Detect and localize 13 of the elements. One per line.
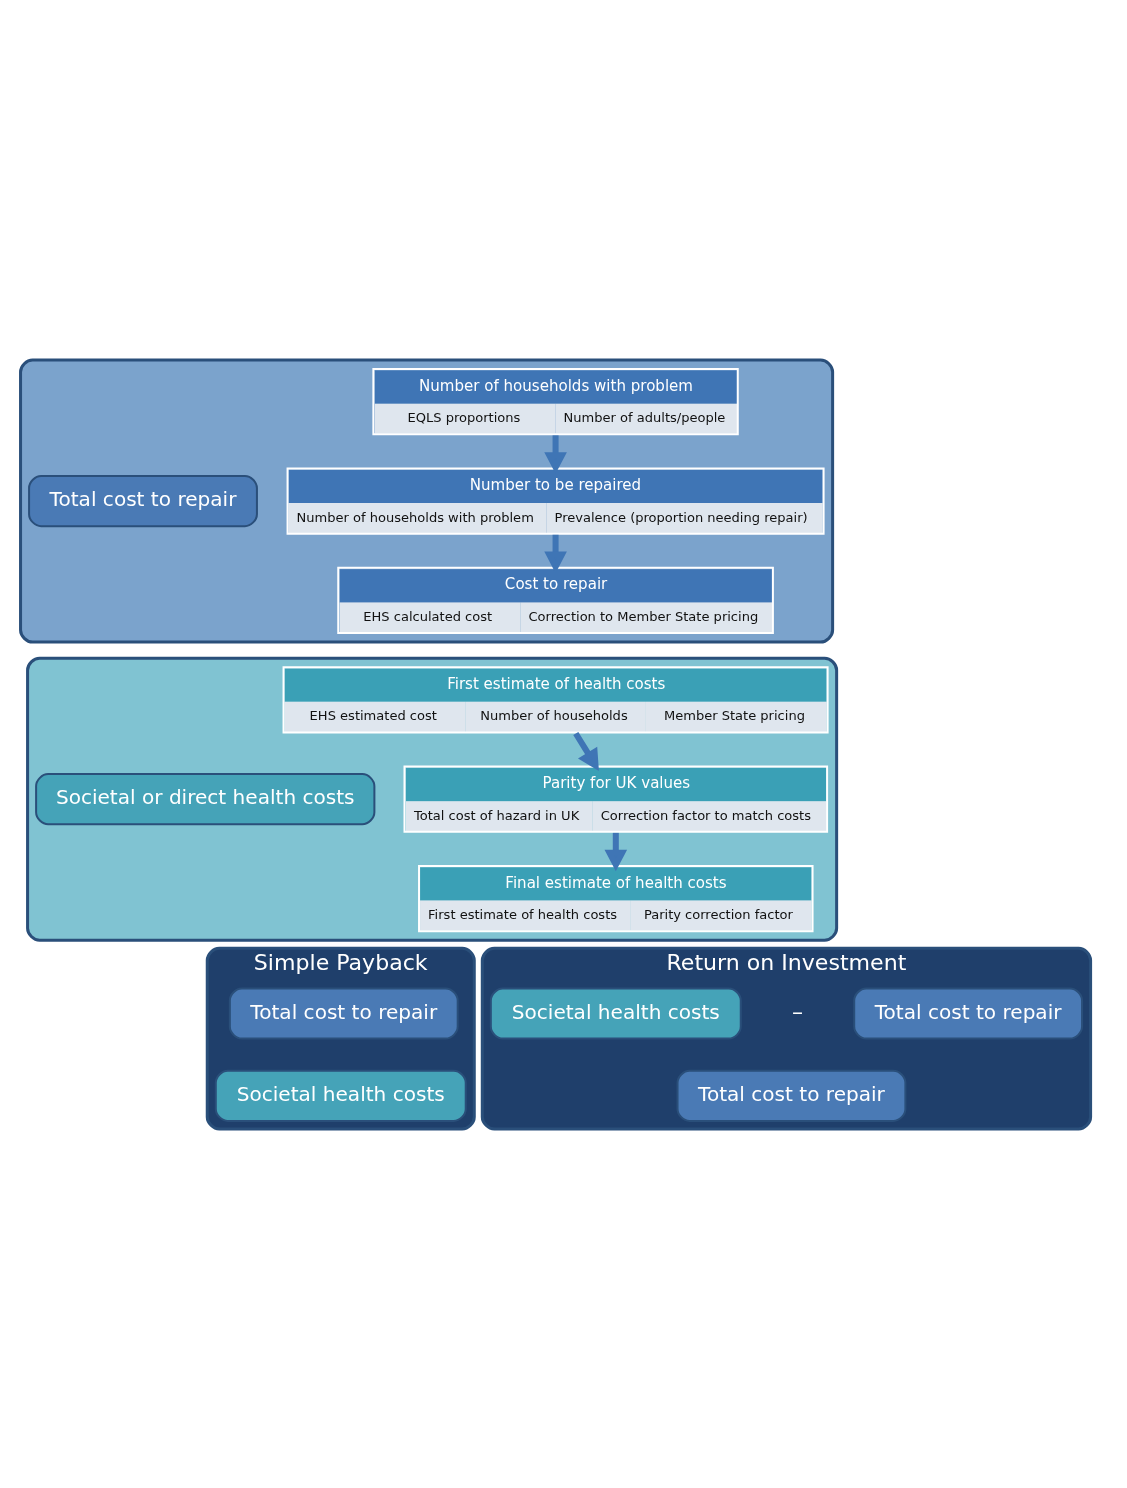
node-box: Societal health costs xyxy=(489,986,742,1040)
arrow xyxy=(573,731,599,771)
cluster xyxy=(19,358,835,644)
node-box: Total cost to repair xyxy=(228,986,459,1040)
node-box: Total cost to repair xyxy=(28,474,258,527)
node-box: Total cost to repair xyxy=(676,1069,907,1122)
node-box: Societal health costs xyxy=(214,1069,467,1122)
label: – xyxy=(791,998,804,1024)
node-box: Total cost to repair xyxy=(853,986,1084,1040)
arrow xyxy=(604,832,628,871)
arrow xyxy=(544,534,567,573)
cluster xyxy=(26,656,839,942)
node-box: Societal or direct health costs xyxy=(35,772,376,825)
